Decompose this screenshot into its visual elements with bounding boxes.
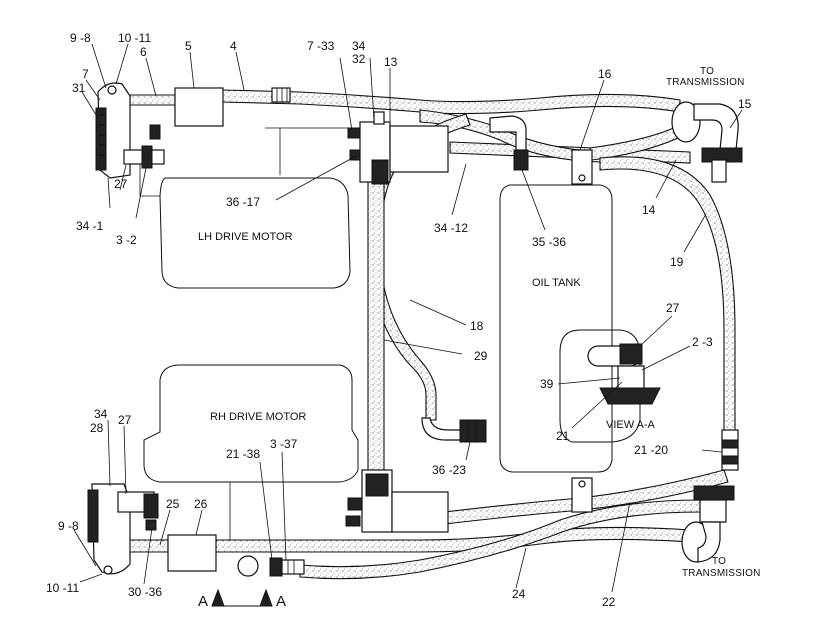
caption-lh-drive-motor: LH DRIVE MOTOR <box>198 231 293 243</box>
label-19: 19 <box>670 255 684 269</box>
label-13: 13 <box>384 55 398 69</box>
label-3-37: 3 -37 <box>270 437 298 451</box>
label-18: 18 <box>470 319 484 333</box>
label-22: 22 <box>602 595 616 609</box>
label-32: 32 <box>352 52 366 66</box>
label-36-17: 36 -17 <box>226 195 260 209</box>
hose-4 <box>221 89 681 115</box>
label-section-a-left: A <box>198 593 208 610</box>
caption-to-transmission-top-2: TRANSMISSION <box>666 77 745 88</box>
caption-view-a-a: VIEW A-A <box>606 419 656 431</box>
label-27-bot: 27 <box>118 413 132 427</box>
label-7-33: 7 -33 <box>307 39 335 53</box>
view-a-a-detail <box>559 329 661 443</box>
label-27-view: 27 <box>666 301 680 315</box>
fitting-top-4 <box>271 87 291 103</box>
label-34-top: 34 <box>352 39 366 53</box>
label-9-8-bot: 9 -8 <box>58 519 79 533</box>
label-section-a-right: A <box>276 593 286 610</box>
label-31: 31 <box>72 81 86 95</box>
label-29: 29 <box>474 349 488 363</box>
label-6: 6 <box>140 45 147 59</box>
hose-25 <box>127 539 169 553</box>
hose-22 <box>419 469 729 528</box>
component-5 <box>174 87 224 127</box>
caption-to-transmission-top-1: TO <box>700 66 714 77</box>
label-4: 4 <box>230 39 237 53</box>
label-34-12: 34 -12 <box>434 221 468 235</box>
part-labels: 9 -8 10 -11 7 31 6 5 4 7 -33 34 32 13 16… <box>46 31 761 610</box>
caption-rh-drive-motor: RH DRIVE MOTOR <box>210 411 306 423</box>
clamp-16-upper <box>571 149 593 185</box>
leader-lines <box>73 43 743 593</box>
oil-tank <box>499 184 613 473</box>
label-21-38: 21 -38 <box>226 447 260 461</box>
lower-right-elbow <box>681 485 735 563</box>
elbow-15 <box>671 101 743 183</box>
label-35-36: 35 -36 <box>532 235 566 249</box>
fitting-21-38 <box>237 555 305 577</box>
label-30-36: 30 -36 <box>128 585 162 599</box>
fitting-35-36 <box>489 115 529 171</box>
label-21-20: 21 -20 <box>634 443 668 457</box>
lower-center-valve <box>345 469 449 533</box>
label-15: 15 <box>738 97 752 111</box>
label-24: 24 <box>512 587 526 601</box>
label-25: 25 <box>166 497 180 511</box>
label-14: 14 <box>642 203 656 217</box>
lower-left-valve-block <box>87 483 159 575</box>
caption-to-transmission-bot-2: TRANSMISSION <box>682 568 761 579</box>
label-9-8-top: 9 -8 <box>70 31 91 45</box>
label-34-bot: 34 <box>94 407 108 421</box>
label-10-11-top: 10 -11 <box>118 31 151 45</box>
label-21: 21 <box>556 429 570 443</box>
caption-to-transmission-bot-1: TO <box>712 556 726 567</box>
upper-center-valve <box>347 111 449 185</box>
hose-24 <box>209 526 691 553</box>
label-39: 39 <box>540 377 554 391</box>
clamp-lower <box>571 477 593 513</box>
fitting-3-2 <box>123 124 165 169</box>
fitting-36-23 <box>421 417 487 443</box>
hose-29 <box>367 169 385 481</box>
label-26: 26 <box>194 497 208 511</box>
label-34-1: 34 -1 <box>76 219 104 233</box>
label-2-3: 2 -3 <box>692 335 713 349</box>
caption-oil-tank: OIL TANK <box>532 277 581 289</box>
label-5: 5 <box>185 39 192 53</box>
hose-6 <box>129 94 176 106</box>
upper-left-valve-block <box>95 82 131 179</box>
label-16: 16 <box>598 67 612 81</box>
label-10-11-bot: 10 -11 <box>46 581 79 595</box>
label-28: 28 <box>90 421 104 435</box>
label-3-2: 3 -2 <box>116 233 137 247</box>
section-marker-a-a <box>211 588 273 607</box>
fitting-21-20 <box>721 429 739 471</box>
label-36-23: 36 -23 <box>432 463 466 477</box>
label-27-left: 27 <box>114 177 128 191</box>
label-7: 7 <box>82 67 89 81</box>
component-26 <box>167 534 217 572</box>
